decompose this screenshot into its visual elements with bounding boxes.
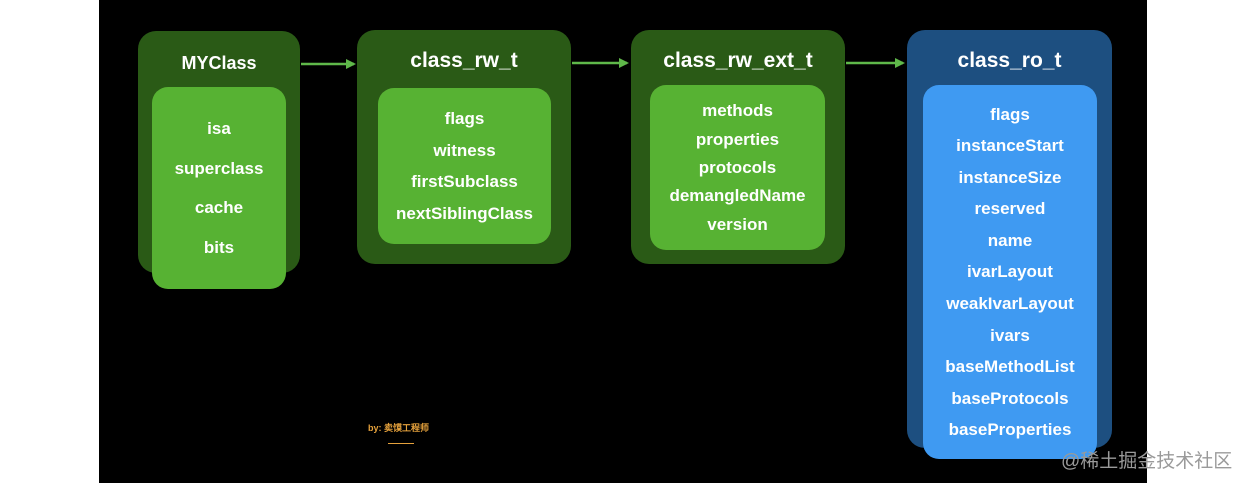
node-myclass-title: MYClass — [181, 53, 257, 73]
field: properties — [695, 129, 780, 149]
field: isa — [207, 118, 231, 138]
field: demangledName — [669, 186, 806, 206]
field: instanceStart — [956, 136, 1064, 156]
node-class-rw-t: class_rw_t flags witness firstSubclass n… — [357, 30, 571, 264]
field: reserved — [974, 199, 1046, 219]
node-class-rw-ext-t-title: class_rw_ext_t — [663, 49, 813, 72]
credit-underline — [388, 443, 414, 444]
field: version — [707, 214, 768, 234]
field: baseProperties — [948, 420, 1072, 440]
node-class-rw-ext-t-fields: methods properties protocols demangledNa… — [650, 85, 825, 250]
watermark-text: @稀土掘金技术社区 — [1061, 451, 1233, 472]
field: baseMethodList — [945, 357, 1075, 377]
field: flags — [444, 109, 485, 129]
field: cache — [194, 198, 244, 218]
node-class-rw-t-fields: flags witness firstSubclass nextSiblingC… — [378, 88, 551, 244]
node-myclass: MYClass isa superclass cache bits — [138, 31, 300, 289]
field: firstSubclass — [411, 172, 518, 192]
field: methods — [702, 101, 773, 121]
node-myclass-fields: isa superclass cache bits — [152, 87, 286, 289]
field: instanceSize — [958, 167, 1062, 187]
field: protocols — [698, 157, 777, 177]
field: bits — [203, 238, 235, 258]
field: name — [987, 230, 1033, 250]
field: superclass — [174, 158, 264, 178]
field: nextSiblingClass — [396, 203, 533, 223]
field: weakIvarLayout — [946, 294, 1074, 314]
field: baseProtocols — [951, 388, 1069, 408]
node-class-rw-t-title: class_rw_t — [410, 49, 518, 72]
node-class-rw-ext-t: class_rw_ext_t methods properties protoc… — [631, 30, 845, 264]
field: ivarLayout — [967, 262, 1053, 282]
field: witness — [433, 140, 496, 160]
field: ivars — [990, 325, 1030, 345]
credit-text: by: 卖馍工程师 — [368, 423, 430, 433]
field: flags — [990, 104, 1030, 124]
node-class-ro-t-title: class_ro_t — [957, 49, 1062, 72]
node-class-ro-t-fields: flags instanceStart instanceSize reserve… — [923, 85, 1097, 459]
node-class-ro-t: class_ro_t flags instanceStart instanceS… — [907, 30, 1112, 459]
